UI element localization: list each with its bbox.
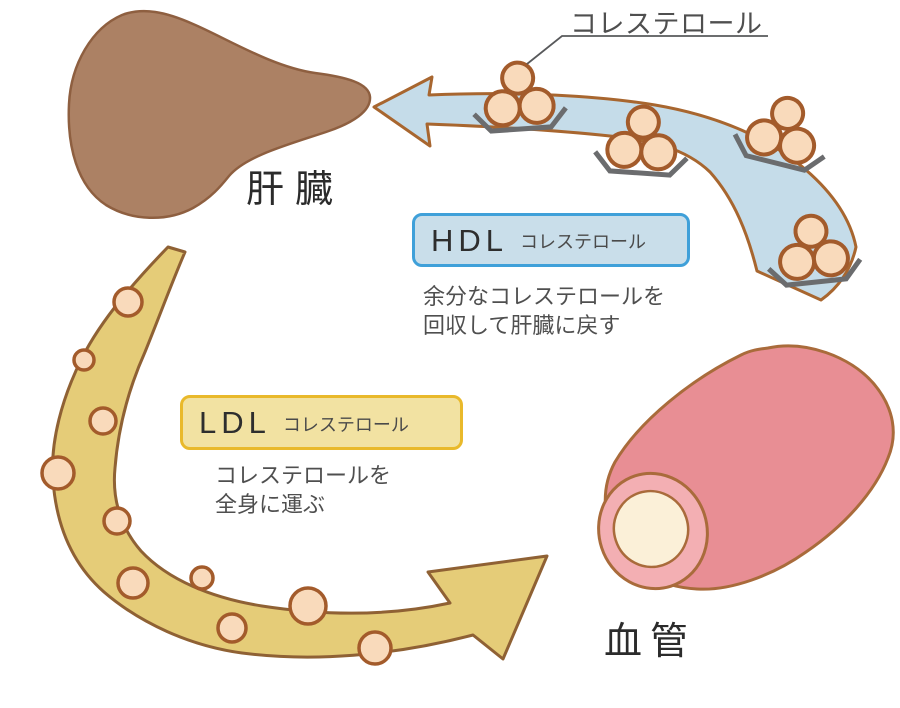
cholesterol-ball xyxy=(288,586,328,626)
cholesterol-group-2 xyxy=(593,104,689,178)
cholesterol-callout-label: コレステロール xyxy=(570,9,763,39)
callout-line xyxy=(526,35,768,65)
hdl-description: 余分なコレステロールを 回収して肝臓に戻す xyxy=(423,282,665,340)
cholesterol-ball xyxy=(189,565,215,591)
ldl-title: LDL xyxy=(199,405,271,440)
ldl-subtitle: コレステロール xyxy=(282,414,409,435)
tray-icon xyxy=(593,150,689,178)
blood-vessel-shape xyxy=(597,344,895,591)
cholesterol-ball xyxy=(102,506,132,536)
tray-icon xyxy=(472,106,568,134)
cholesterol-ball xyxy=(357,630,393,666)
cholesterol-ball xyxy=(778,242,817,281)
cholesterol-ball xyxy=(778,126,817,165)
cholesterol-group-4 xyxy=(766,213,863,288)
hdl-subtitle: コレステロール xyxy=(520,232,647,252)
hdl-description-line1: 余分なコレステロールを xyxy=(423,284,666,309)
cholesterol-ball xyxy=(116,566,150,600)
cholesterol-ball xyxy=(811,239,850,278)
cholesterol-group-1 xyxy=(472,60,568,134)
cholesterol-ball xyxy=(793,213,829,249)
ldl-cholesterol-badge: LDL コレステロール xyxy=(180,395,463,450)
cholesterol-ball xyxy=(517,86,556,125)
tray-icon xyxy=(766,257,863,288)
cholesterol-ball xyxy=(639,133,678,172)
liver-shape xyxy=(67,9,372,219)
cholesterol-ball xyxy=(216,612,248,644)
ldl-description-line1: コレステロールを xyxy=(215,463,392,488)
cholesterol-ball xyxy=(112,286,144,318)
liver-label: 肝臓 xyxy=(246,169,345,211)
ldl-description-line2: 全身に運ぶ xyxy=(215,492,326,517)
cholesterol-group-3 xyxy=(732,95,826,173)
hdl-cholesterol-badge: HDL コレステロール xyxy=(412,213,690,267)
vessel-lumen xyxy=(612,489,690,569)
cholesterol-ball xyxy=(72,348,96,372)
hdl-title: HDL xyxy=(431,222,509,258)
tray-icon xyxy=(732,133,826,173)
cholesterol-ball xyxy=(40,455,76,491)
cholesterol-ball xyxy=(500,60,536,96)
cholesterol-ball xyxy=(483,89,522,128)
ldl-cholesterol-balls xyxy=(40,286,393,666)
hdl-arrow-shape xyxy=(372,75,858,302)
cholesterol-ball xyxy=(88,406,118,436)
cholesterol-ball xyxy=(625,104,661,140)
ldl-description: コレステロールを 全身に運ぶ xyxy=(215,461,391,519)
cholesterol-ball xyxy=(770,95,806,131)
blood-vessel-label: 血管 xyxy=(604,621,697,663)
hdl-description-line2: 回収して肝臓に戻す xyxy=(423,313,621,338)
